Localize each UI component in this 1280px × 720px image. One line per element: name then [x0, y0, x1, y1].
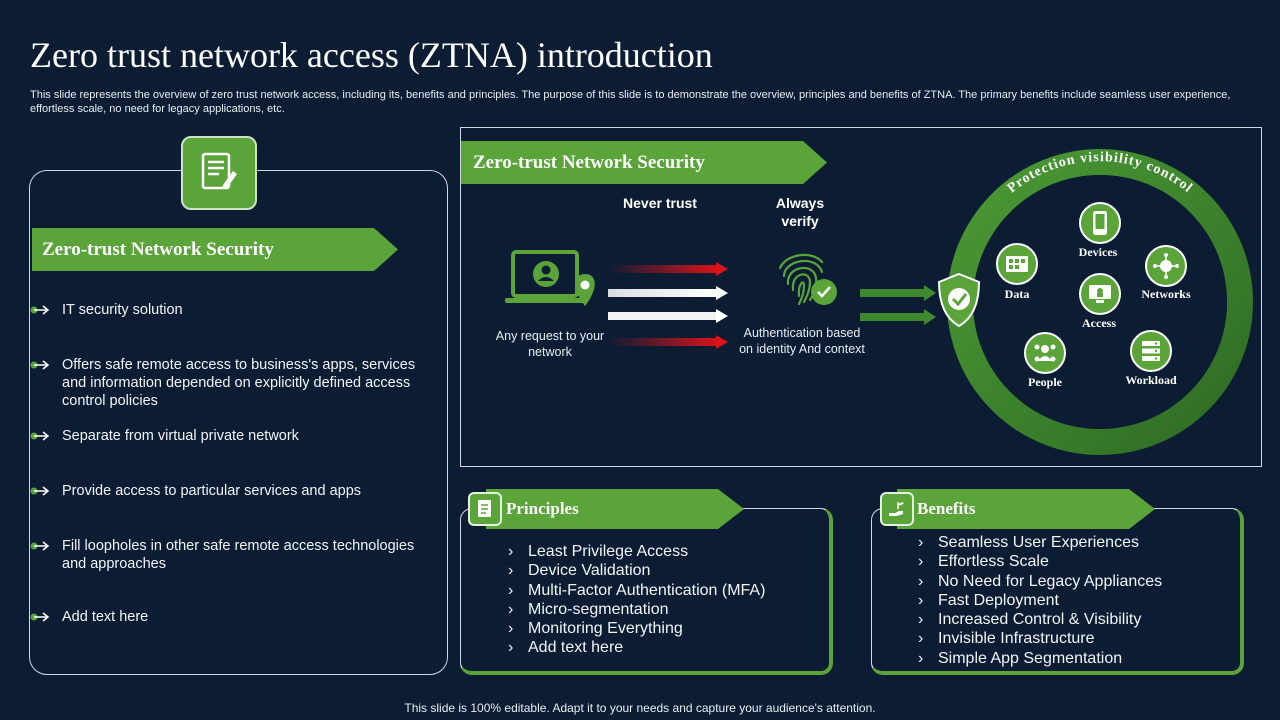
people-icon: [1024, 332, 1066, 374]
principles-list: ›Least Privilege Access ›Device Validati…: [508, 542, 765, 658]
ring-label: Protection visibility control: [1005, 150, 1196, 196]
data-icon: [996, 243, 1038, 285]
list-item: ›Device Validation: [508, 562, 651, 580]
arrow-bullet-icon: [30, 427, 62, 445]
list-item: ›Fast Deployment: [918, 591, 1059, 609]
data-label: Data: [1004, 287, 1030, 301]
workload-icon: [1130, 330, 1172, 372]
request-label: Any request to your network: [495, 329, 605, 359]
laptop-user-icon: [505, 250, 605, 323]
green-arrow-icon: [860, 285, 940, 334]
white-arrow-icon: [608, 309, 732, 323]
svg-text:Protection visibility control: Protection visibility control: [1005, 150, 1196, 196]
red-arrow-icon: [608, 262, 732, 276]
list-item: ›Add text here: [508, 639, 624, 657]
arrow-bullet-icon: [30, 301, 62, 319]
devices-icon: [1079, 202, 1121, 244]
white-arrow-icon: [608, 286, 732, 300]
benefits-list: ›Seamless User Experiences ›Effortless S…: [918, 533, 1162, 668]
arrow-bullet-icon: [30, 482, 62, 500]
hand-growth-icon: [880, 492, 914, 526]
networks-label: Networks: [1141, 287, 1191, 301]
list-item: Fill loopholes in other safe remote acce…: [30, 537, 430, 573]
list-item: ›Invisible Infrastructure: [918, 630, 1095, 648]
arrow-bullet-icon: [30, 537, 62, 555]
networks-icon: [1145, 245, 1187, 287]
list-item: Add text here: [30, 608, 430, 626]
arrow-bullet-icon: [30, 356, 62, 374]
checklist-icon: [468, 492, 502, 526]
list-item: Provide access to particular services an…: [30, 482, 430, 500]
access-label: Access: [1082, 316, 1116, 330]
access-icon: [1079, 273, 1121, 315]
list-item: IT security solution: [30, 301, 430, 319]
workload-label: Workload: [1125, 373, 1177, 387]
list-item: ›Simple App Segmentation: [918, 649, 1123, 667]
list-item: ›Effortless Scale: [918, 553, 1049, 571]
never-trust-label: Never trust: [623, 195, 697, 211]
list-item: ›Multi-Factor Authentication (MFA): [508, 581, 766, 599]
people-label: People: [1028, 375, 1062, 389]
list-item: ›Increased Control & Visibility: [918, 611, 1142, 629]
red-arrow-icon: [608, 335, 732, 349]
diagram-banner: Zero-trust Network Security: [461, 141, 827, 184]
always-verify-label: Always verify: [775, 195, 825, 229]
list-item: Separate from virtual private network: [30, 427, 430, 445]
footer-note: This slide is 100% editable. Adapt it to…: [404, 701, 876, 715]
document-icon: [181, 136, 257, 210]
page-title: Zero trust network access (ZTNA) introdu…: [30, 35, 713, 75]
auth-label: Authentication based on identity And con…: [739, 326, 865, 356]
list-item: ›No Need for Legacy Appliances: [918, 572, 1163, 590]
list-item: Offers safe remote access to business's …: [30, 356, 430, 410]
left-banner: Zero-trust Network Security: [32, 228, 398, 271]
list-item: ›Least Privilege Access: [508, 543, 689, 560]
list-item: ›Micro-segmentation: [508, 600, 669, 618]
principles-banner: Principles: [486, 489, 744, 529]
diagram-panel: [460, 127, 1262, 467]
arrow-bullet-icon: [30, 608, 62, 626]
page-description: This slide represents the overview of ze…: [30, 89, 1231, 115]
fingerprint-icon: [776, 250, 842, 313]
list-item: ›Monitoring Everything: [508, 620, 683, 638]
list-item: ›Seamless User Experiences: [918, 534, 1139, 551]
devices-label: Devices: [1078, 245, 1118, 259]
shield-check-icon: [937, 272, 981, 333]
benefits-banner: Benefits: [897, 489, 1155, 529]
